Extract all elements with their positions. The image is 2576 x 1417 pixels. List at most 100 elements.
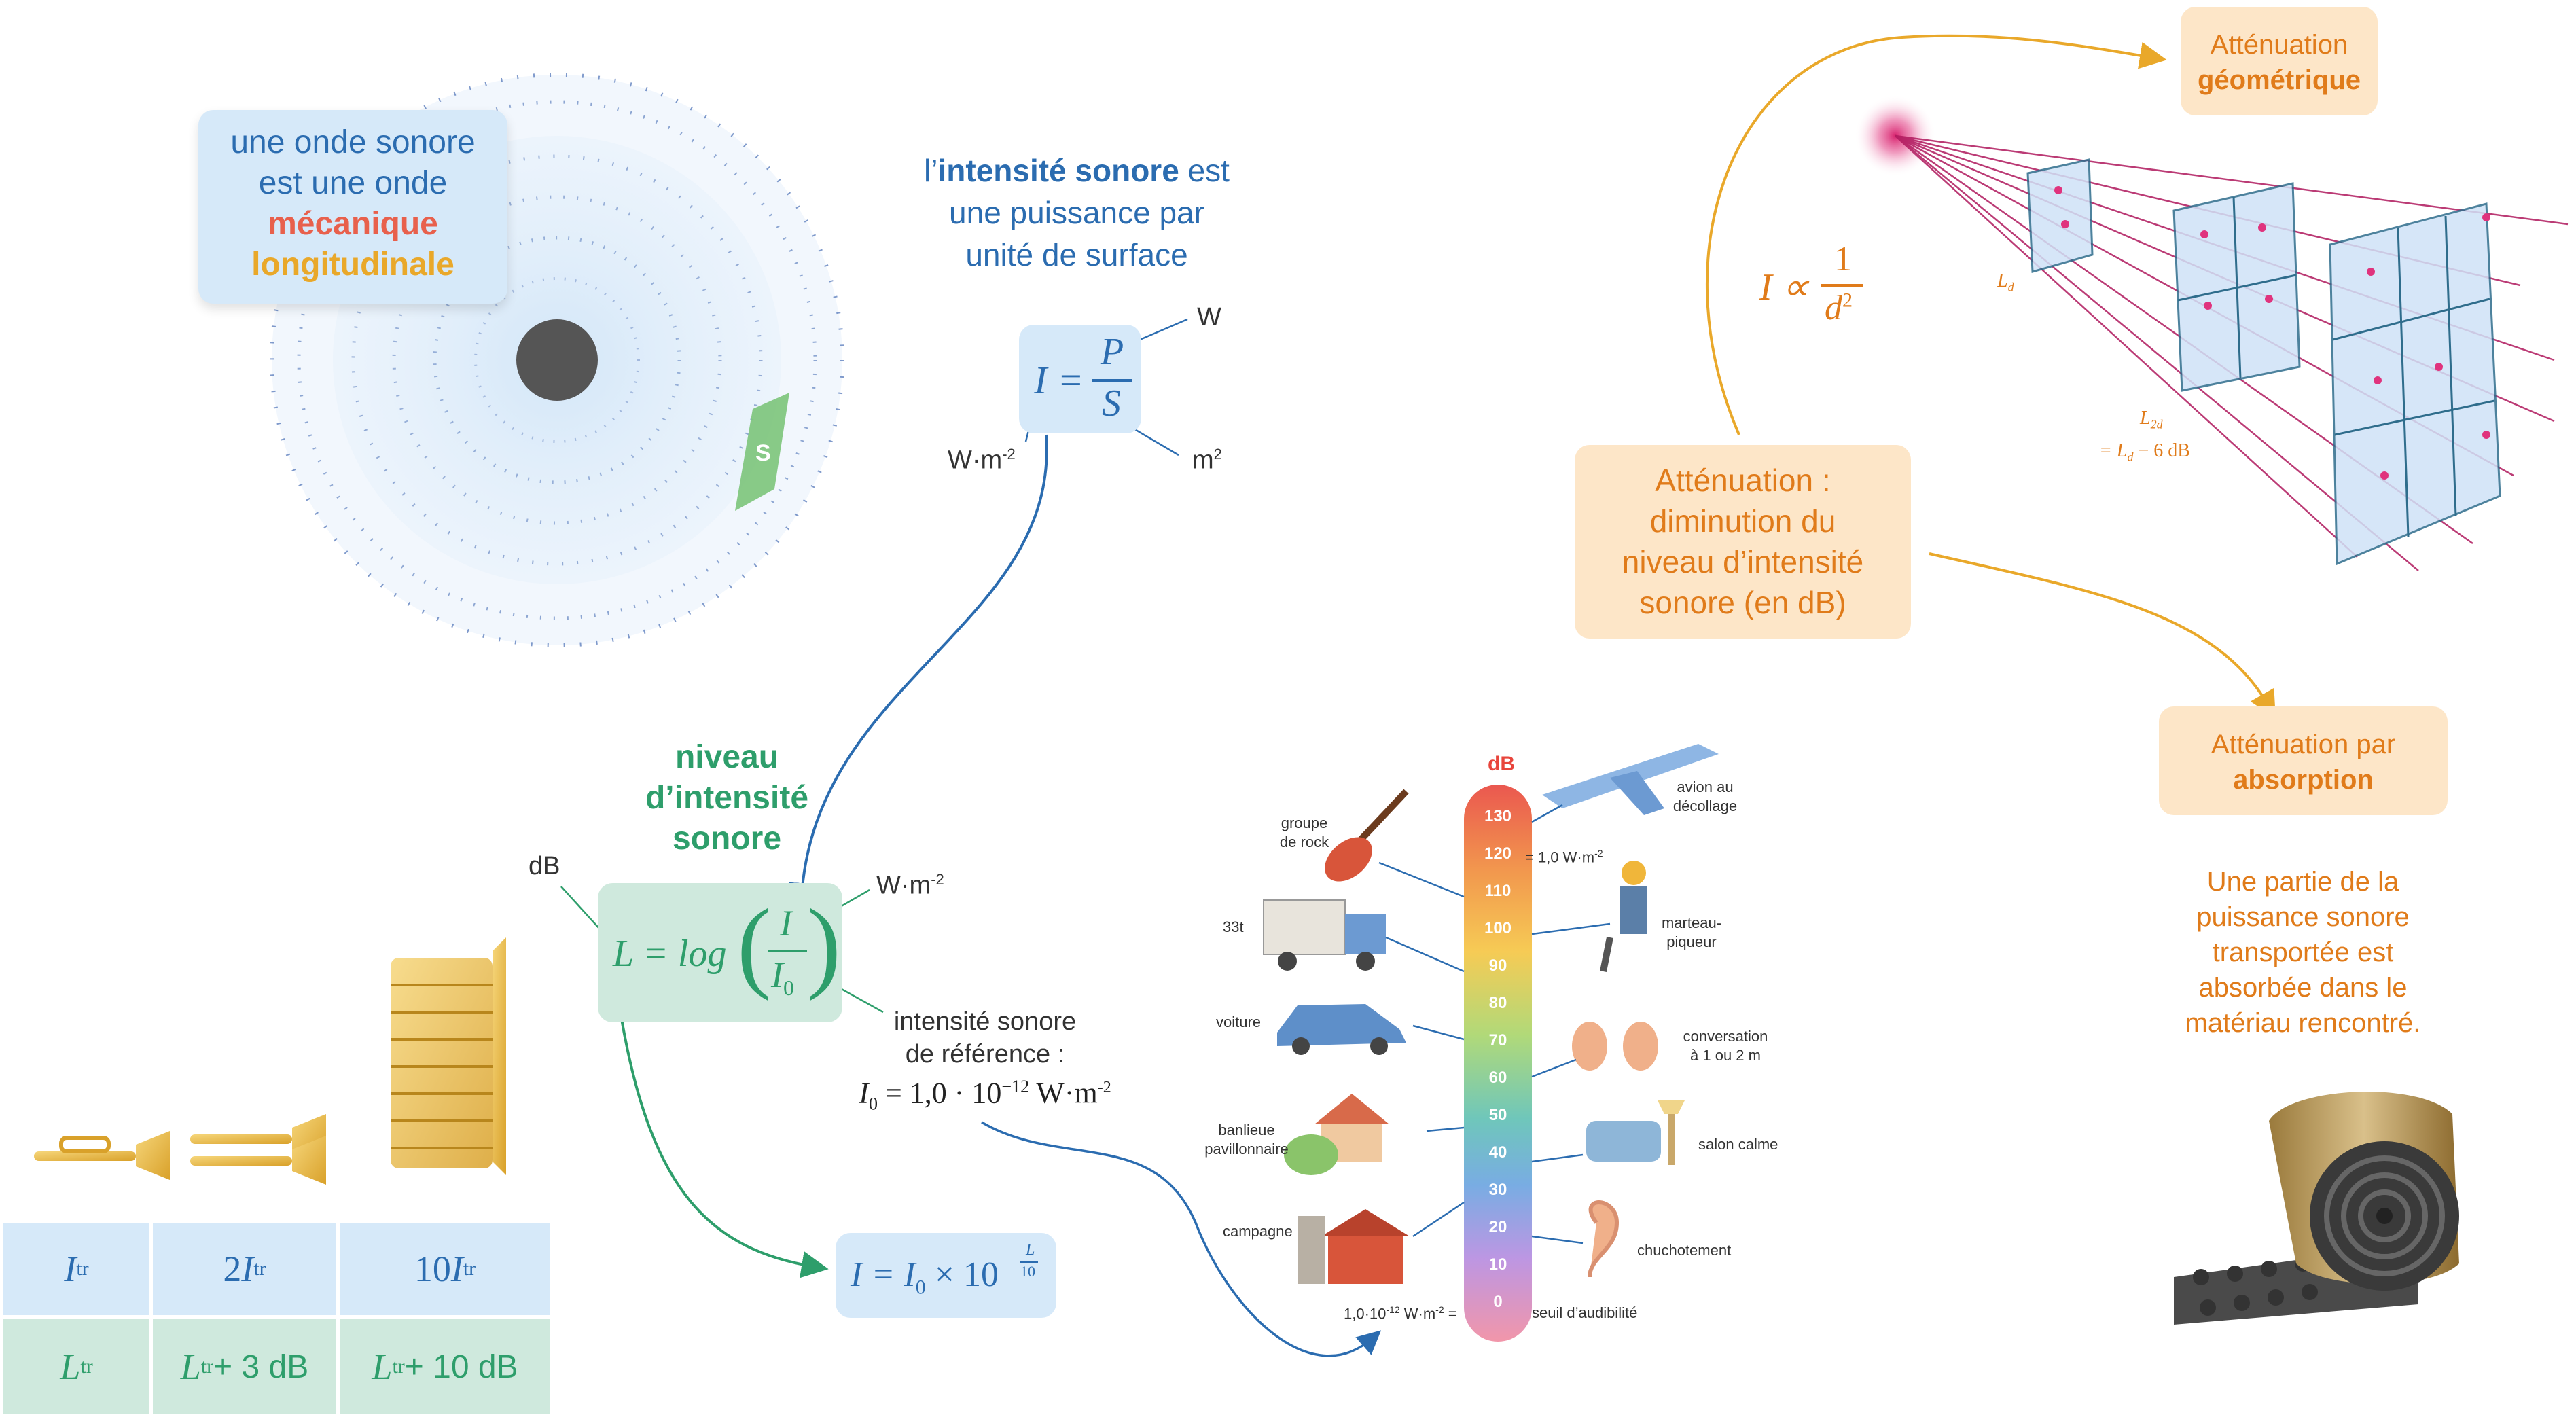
item-text1: banlieue bbox=[1218, 1122, 1275, 1138]
tick-40: 40 bbox=[1488, 1143, 1507, 1162]
level-title-line1: niveau bbox=[675, 739, 779, 775]
tick-50: 50 bbox=[1488, 1106, 1507, 1124]
intensity-definition: l’intensité sonore est une puissance par… bbox=[900, 149, 1253, 276]
tick-0: 0 bbox=[1493, 1293, 1503, 1311]
level-num: I bbox=[780, 903, 792, 944]
label-0-exp: -12 bbox=[1386, 1304, 1400, 1315]
cell-main: L bbox=[180, 1346, 201, 1387]
attenuation-absorption-box: Atténuation par absorption bbox=[2159, 706, 2448, 815]
reference-line1: intensité sonore bbox=[893, 1007, 1077, 1036]
item-text1: campagne bbox=[1223, 1223, 1293, 1240]
att-abs-line1: Atténuation par bbox=[2211, 730, 2396, 759]
ref-exp: −12 bbox=[1001, 1077, 1030, 1096]
ref-unit-exp: -2 bbox=[1097, 1079, 1111, 1096]
cell-sub: tr bbox=[80, 1355, 93, 1378]
item-text1: 33t bbox=[1223, 918, 1244, 935]
abs-line4: absorbée dans le bbox=[2198, 973, 2408, 1003]
level-den-sub: 0 bbox=[783, 975, 794, 1000]
scale-item-suburb: banlieue pavillonnaire bbox=[1196, 1121, 1298, 1159]
unit-intensity-base: W·m bbox=[948, 446, 1003, 475]
proportional-den: d2 bbox=[1825, 288, 1853, 328]
unit-level-intensity-exp: -2 bbox=[931, 871, 944, 888]
cell-pre: 10 bbox=[414, 1249, 451, 1289]
item-text2: décollage bbox=[1672, 797, 1738, 814]
cell-main: I bbox=[64, 1249, 77, 1289]
cell-sub: tr bbox=[463, 1257, 476, 1280]
att-line4: sonore (en dB) bbox=[1639, 585, 1846, 620]
l2d-eq-rest: − 6 dB bbox=[2133, 440, 2190, 461]
att-abs-line2: absorption bbox=[2233, 765, 2374, 795]
cell-post: + 3 dB bbox=[213, 1348, 309, 1385]
proportional-num: 1 bbox=[1834, 240, 1852, 279]
l2d-eq-sub: d bbox=[2127, 450, 2134, 464]
scale-unit: dB bbox=[1488, 753, 1515, 775]
att-geo-line2: géométrique bbox=[2197, 65, 2361, 95]
item-text2: à 1 ou 2 m bbox=[1690, 1047, 1761, 1064]
level-formula-box: L = log ( I I0 ) bbox=[598, 883, 842, 1022]
level-paren-close: ) bbox=[807, 889, 841, 1001]
intensity-eq: = bbox=[1060, 358, 1082, 402]
intensity-den: S bbox=[1102, 382, 1121, 425]
scale-label-120: = 1,0 W·m-2 bbox=[1525, 848, 1603, 866]
l2d-main: L bbox=[2140, 408, 2151, 429]
item-text2: pavillonnaire bbox=[1204, 1141, 1289, 1158]
reference-line2: de référence : bbox=[905, 1040, 1065, 1069]
wave-line4: longitudinale bbox=[251, 247, 454, 283]
level-title-line3: sonore bbox=[672, 821, 782, 857]
scale-item-threshold: seuil d’audibilité bbox=[1532, 1304, 1637, 1322]
inverse-formula: I = I0 × 10 bbox=[851, 1255, 999, 1299]
att-line2: diminution du bbox=[1649, 503, 1836, 539]
scale-item-drill: marteau-piqueur bbox=[1651, 914, 1732, 952]
intensity-fraction-bar bbox=[1092, 379, 1132, 382]
cell-sub: tr bbox=[392, 1355, 405, 1378]
intensity-def-bold: intensité sonore bbox=[937, 153, 1179, 188]
level-lhs: L = log bbox=[613, 933, 727, 975]
scale-pointer-lines bbox=[1378, 804, 1611, 1244]
unit-intensity-exp: -2 bbox=[1002, 446, 1016, 463]
intensity-def-post: est bbox=[1179, 153, 1230, 188]
wave-line3: mécanique bbox=[268, 206, 438, 242]
attenuation-definition-box: Atténuation : diminution du niveau d’int… bbox=[1575, 445, 1911, 639]
l2d-sub: 2d bbox=[2150, 417, 2163, 431]
abs-line5: matériau rencontré. bbox=[2185, 1008, 2421, 1038]
inverse-exp-num: L bbox=[1026, 1241, 1035, 1259]
att-line1: Atténuation : bbox=[1655, 463, 1831, 498]
l2d-eq-main: = L bbox=[2099, 440, 2128, 461]
abs-line1: Une partie de la bbox=[2206, 867, 2399, 897]
level-title-line2: d’intensité bbox=[645, 780, 809, 816]
level-paren-open: ( bbox=[737, 889, 771, 1001]
item-text1: marteau- bbox=[1661, 914, 1722, 931]
label-0-pre: 1,0·10 bbox=[1344, 1305, 1387, 1323]
item-text1: chuchotement bbox=[1637, 1242, 1732, 1259]
tick-130: 130 bbox=[1484, 807, 1512, 825]
cell-main: L bbox=[60, 1346, 81, 1387]
ref-unit: W·m bbox=[1029, 1076, 1098, 1110]
att-line3: niveau d’intensité bbox=[1622, 544, 1864, 579]
item-text1: avion au bbox=[1677, 778, 1734, 795]
tick-20: 20 bbox=[1488, 1218, 1507, 1236]
cell-sub: tr bbox=[253, 1257, 266, 1280]
level-den-main: I bbox=[771, 954, 783, 995]
item-text1: salon calme bbox=[1698, 1136, 1778, 1153]
scale-item-salon: salon calme bbox=[1698, 1136, 1778, 1153]
intensity-def-line2: une puissance par bbox=[949, 195, 1204, 230]
cell-main: I bbox=[241, 1249, 254, 1289]
inverse-mid: × 10 bbox=[925, 1255, 999, 1294]
inverse-exp-den: 10 bbox=[1020, 1263, 1035, 1280]
tick-10: 10 bbox=[1488, 1255, 1507, 1274]
noise-source-pictures bbox=[1263, 744, 1719, 1284]
scale-item-country: campagne bbox=[1223, 1223, 1293, 1240]
intensity-num: P bbox=[1101, 331, 1124, 373]
tick-110: 110 bbox=[1484, 882, 1511, 900]
att-geo-line1: Atténuation bbox=[2210, 30, 2348, 60]
scale-item-truck: 33t bbox=[1223, 918, 1244, 936]
scale-item-plane: avion au décollage bbox=[1651, 778, 1759, 816]
ref-i-sub: 0 bbox=[868, 1094, 878, 1114]
intensity-formula-box: I = P S bbox=[1019, 325, 1141, 433]
inverse-exp-bar bbox=[1020, 1261, 1038, 1263]
